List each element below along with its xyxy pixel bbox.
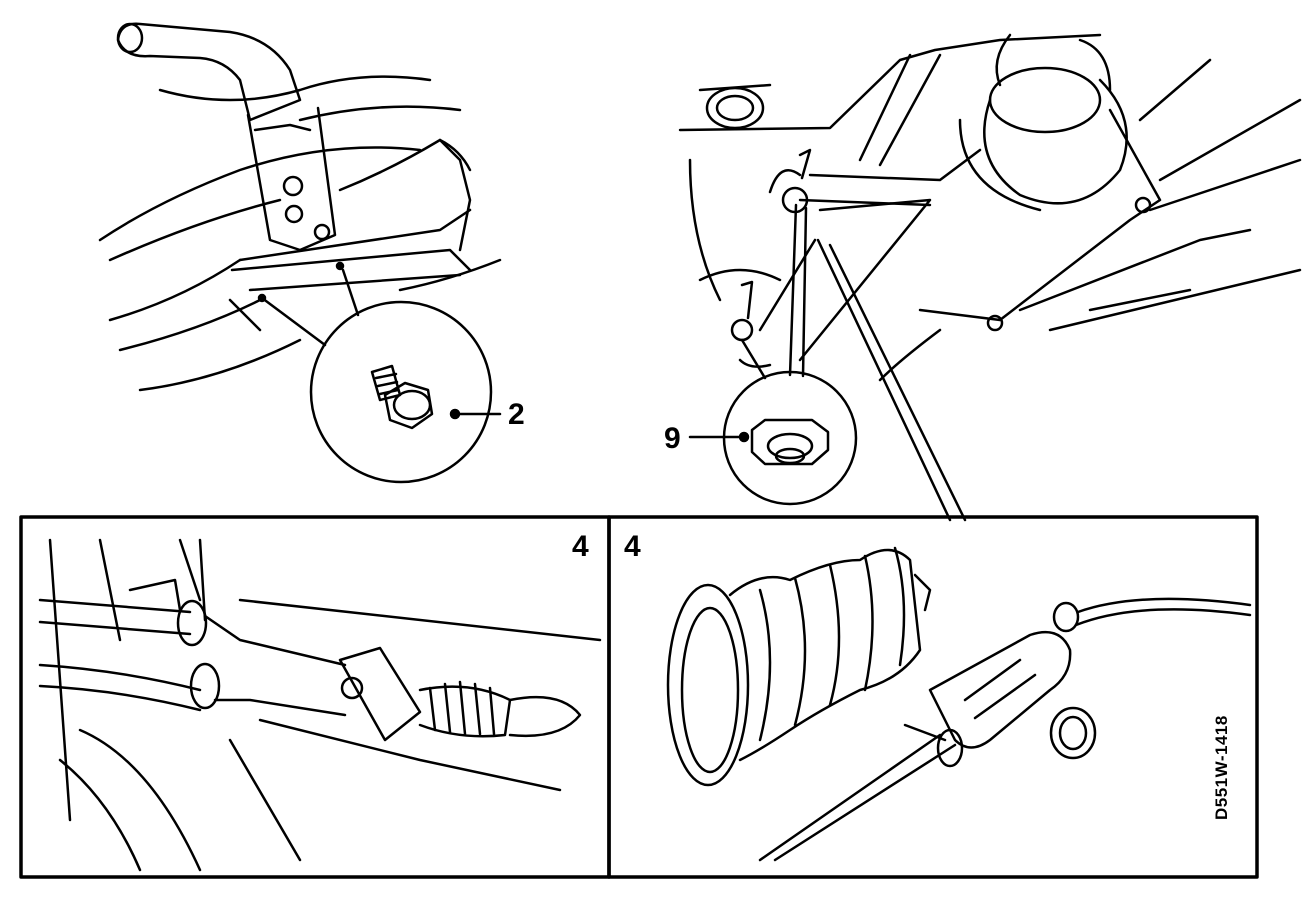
detail-frame-right: [607, 515, 1259, 879]
bolt-detail-magnifier: [257, 261, 502, 484]
cable-connection-detail: [38, 538, 602, 872]
callout-nut-number: 9: [664, 422, 681, 455]
figure-reference-code: D551W-1418: [1212, 715, 1231, 820]
callout-bolt-number: 2: [508, 398, 525, 431]
rubber-boot-linkage-detail: [666, 546, 1252, 862]
callout-left-panel-number: 4: [572, 530, 589, 563]
nut-detail-magnifier: [688, 203, 858, 506]
callout-right-panel-number: 4: [624, 530, 641, 563]
parking-brake-lever-view: [98, 22, 502, 392]
underbody-mount-view: [678, 33, 1302, 522]
